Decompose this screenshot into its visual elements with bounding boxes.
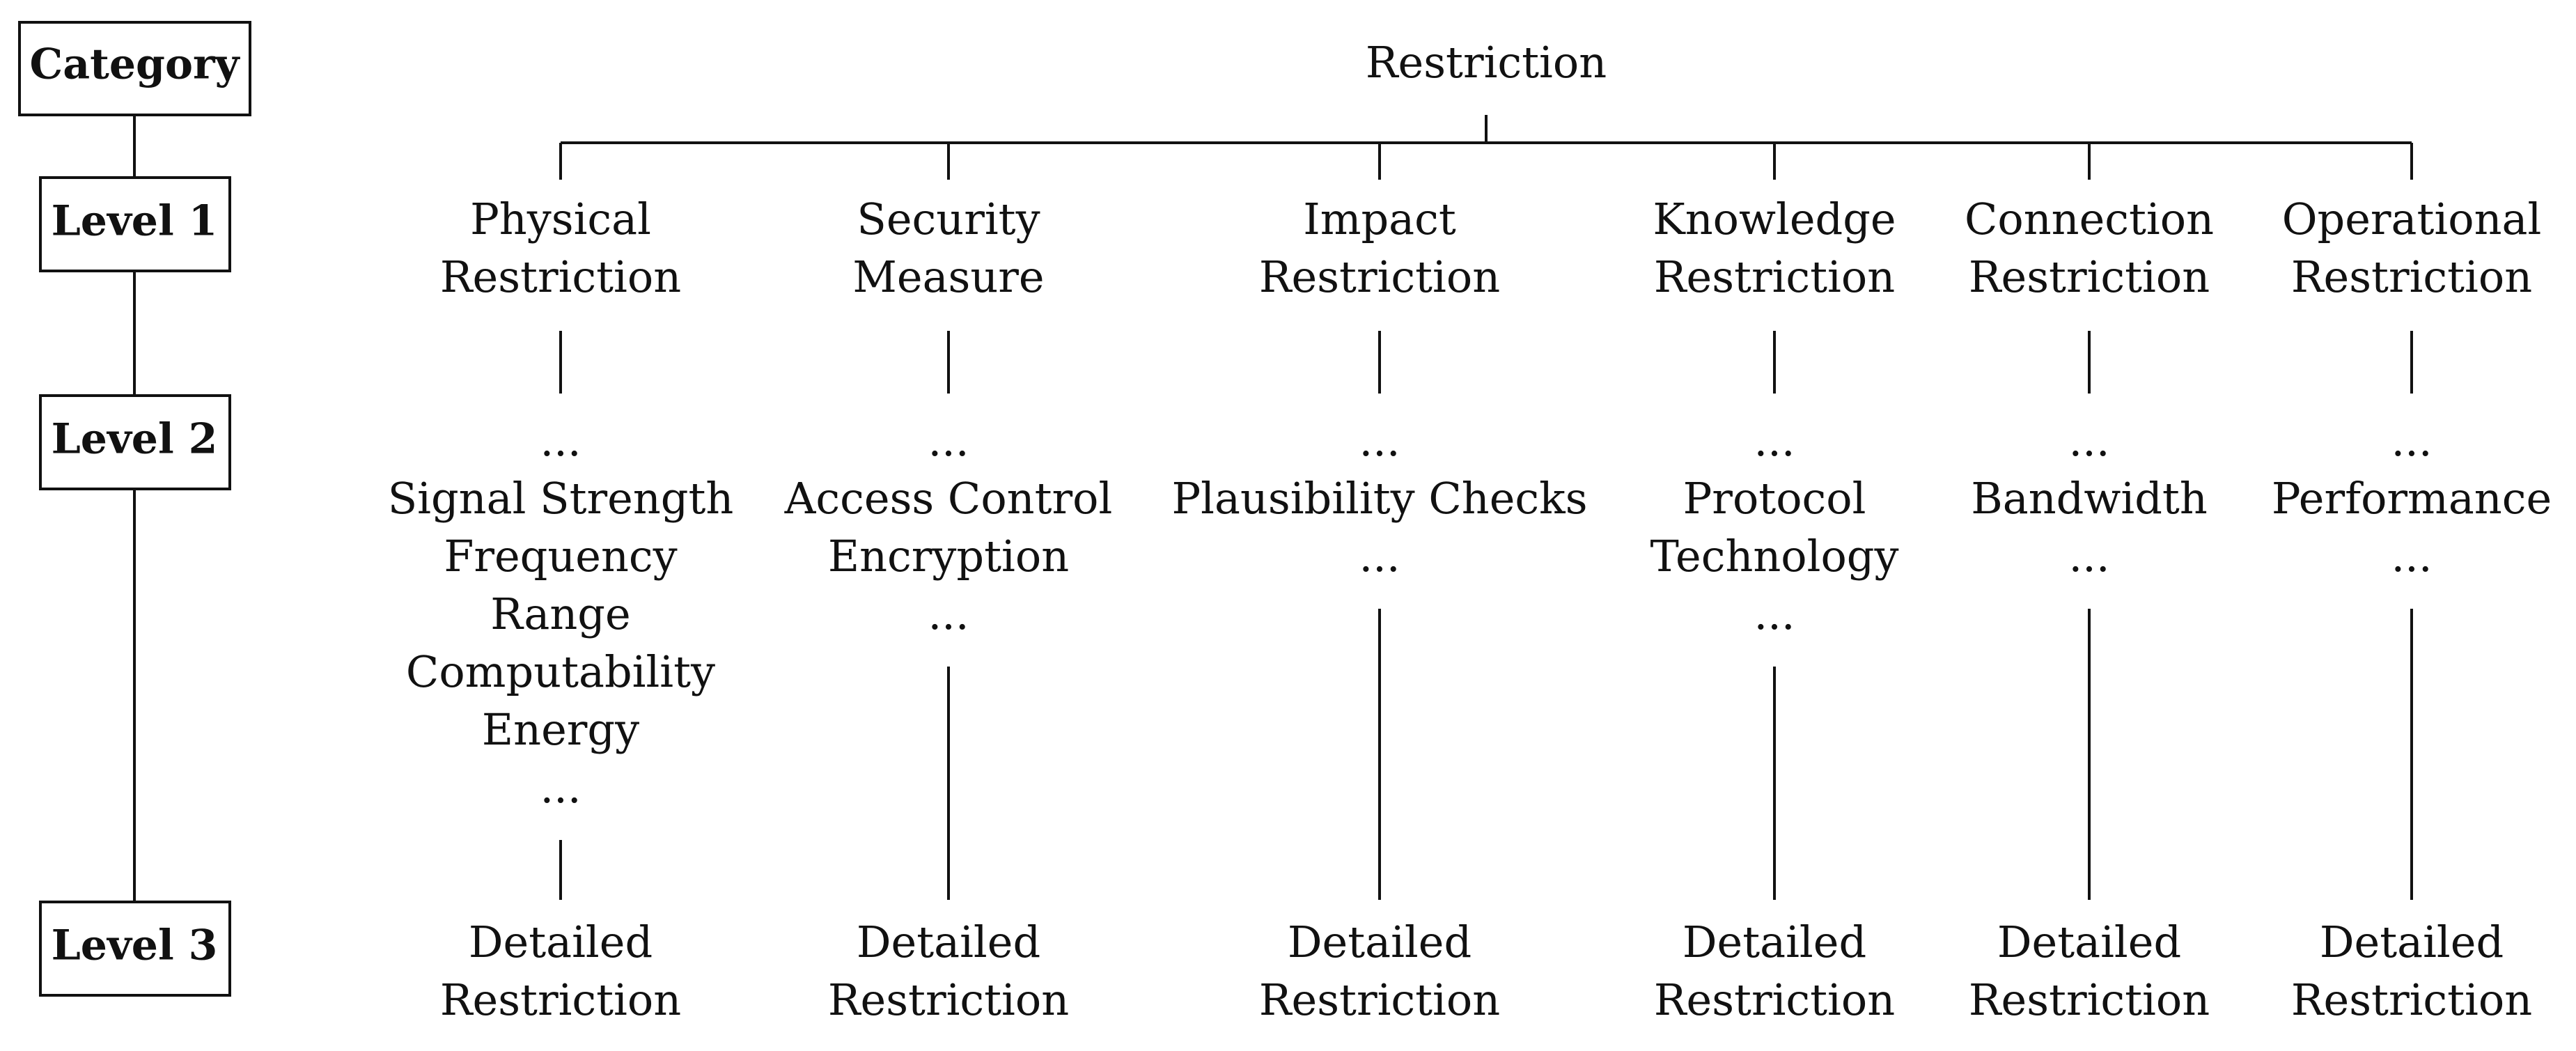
level3-label-line: Restriction xyxy=(1969,974,2210,1025)
level3-label-line: Restriction xyxy=(1654,974,1895,1025)
root-node-label: Restriction xyxy=(1366,37,1607,88)
level3-label-line: Detailed xyxy=(2320,917,2504,967)
level2-item: ... xyxy=(1754,415,1795,466)
level3-label-line: Restriction xyxy=(828,974,1069,1025)
level2-item: Encryption xyxy=(828,531,1069,582)
level1-label-line: Physical xyxy=(470,194,651,244)
level1-label-line: Operational xyxy=(2282,194,2542,244)
level2-item: Technology xyxy=(1650,531,1898,582)
level1-label-line: Restriction xyxy=(440,251,681,302)
level2-item: Protocol xyxy=(1683,473,1866,524)
legend-category-label: Category xyxy=(30,40,241,89)
level2-item: Performance xyxy=(2272,473,2552,524)
legend-level1-box xyxy=(39,176,231,272)
level3-label-line: Detailed xyxy=(1288,917,1472,967)
level2-item: ... xyxy=(2068,531,2109,582)
legend-level1-label: Level 1 xyxy=(52,197,218,246)
level2-item: ... xyxy=(540,415,581,466)
legend-level2-label: Level 2 xyxy=(52,415,218,464)
level2-item: Range xyxy=(490,589,630,639)
level3-label-line: Restriction xyxy=(1259,974,1500,1025)
level2-item: Signal Strength xyxy=(388,473,734,524)
level2-item: ... xyxy=(540,762,581,813)
level3-label-line: Detailed xyxy=(1683,917,1866,967)
level2-item: ... xyxy=(1359,415,1400,466)
level1-label-line: Knowledge xyxy=(1653,194,1896,244)
level2-item: ... xyxy=(1359,531,1400,582)
root-group: Restriction xyxy=(561,37,2412,144)
level1-label-line: Restriction xyxy=(2291,251,2532,302)
legend-level2-box xyxy=(39,394,231,490)
level2-item: ... xyxy=(2391,415,2432,466)
level1-label-line: Measure xyxy=(852,251,1044,302)
level3-label-line: Detailed xyxy=(857,917,1040,967)
level2-item: ... xyxy=(928,415,969,466)
level3-label-line: Restriction xyxy=(440,974,681,1025)
level2-item: ... xyxy=(1754,589,1795,639)
level1-label-line: Security xyxy=(857,194,1040,244)
level1-label-line: Restriction xyxy=(1969,251,2210,302)
level1-label-line: Restriction xyxy=(1654,251,1895,302)
level1-label-line: Connection xyxy=(1965,194,2214,244)
level3-label-line: Restriction xyxy=(2291,974,2532,1025)
level2-item: Frequency xyxy=(444,531,677,582)
level2-item: Bandwidth xyxy=(1971,473,2208,524)
legend-level3-box xyxy=(39,901,231,997)
level2-item: Computability xyxy=(406,646,715,697)
level3-label-line: Detailed xyxy=(469,917,653,967)
level2-item: ... xyxy=(928,589,969,639)
legend-level3-label: Level 3 xyxy=(52,921,218,970)
legend-category-box xyxy=(18,21,251,116)
level2-item: Plausibility Checks xyxy=(1171,473,1587,524)
level2-item: Access Control xyxy=(784,473,1113,524)
level2-item: ... xyxy=(2391,531,2432,582)
level2-item: ... xyxy=(2068,415,2109,466)
level3-label-line: Detailed xyxy=(1997,917,2181,967)
legend-column: Category Level 1 Level 2 Level 3 xyxy=(18,21,251,997)
level1-label-line: Impact xyxy=(1303,194,1456,244)
level1-label-line: Restriction xyxy=(1259,251,1500,302)
level2-item: Energy xyxy=(482,704,639,755)
